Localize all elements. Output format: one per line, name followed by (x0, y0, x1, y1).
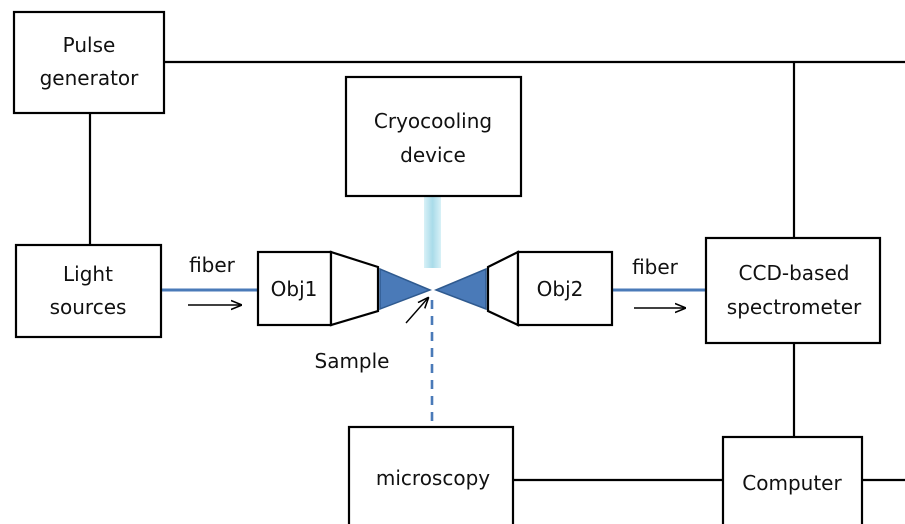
microscopy-box (347, 425, 515, 524)
cooling-beam (424, 196, 441, 268)
computer-box (721, 435, 864, 524)
spectrometer-box (704, 236, 882, 345)
fiber-right-label: fiber (632, 255, 679, 279)
sample-label: Sample (315, 349, 390, 373)
computer-label: Computer (742, 471, 842, 495)
objective-1-tip (379, 267, 433, 311)
spectrometer-label-2: spectrometer (727, 295, 862, 319)
objective-2-body (516, 250, 614, 327)
microscopy-label: microscopy (376, 466, 490, 490)
light-sources-label-2: sources (50, 295, 127, 319)
cryocooling-label-1: Cryocooling (374, 109, 492, 133)
fiber-left-label: fiber (189, 253, 236, 277)
light-sources-label-1: Light (63, 262, 113, 286)
cryocooling-label-2: device (400, 143, 466, 167)
pulse-generator-label-1: Pulse (63, 33, 116, 57)
sample-pointer-arrow (405, 298, 428, 324)
light-sources-box (14, 243, 163, 339)
spectrometer-label-1: CCD-based (739, 261, 850, 285)
objective-2-tip (433, 267, 487, 311)
pulse-generator-box (12, 10, 166, 115)
pulse-generator-label-2: generator (40, 66, 140, 90)
objective-1-body (256, 250, 333, 327)
objective-2-nose (486, 250, 520, 327)
objective-2-label: Obj2 (537, 277, 584, 301)
objective-1-label: Obj1 (271, 277, 318, 301)
cryocooling-device-box (344, 75, 523, 198)
connection-wires (88, 60, 905, 482)
objective-1-nose (329, 250, 380, 327)
